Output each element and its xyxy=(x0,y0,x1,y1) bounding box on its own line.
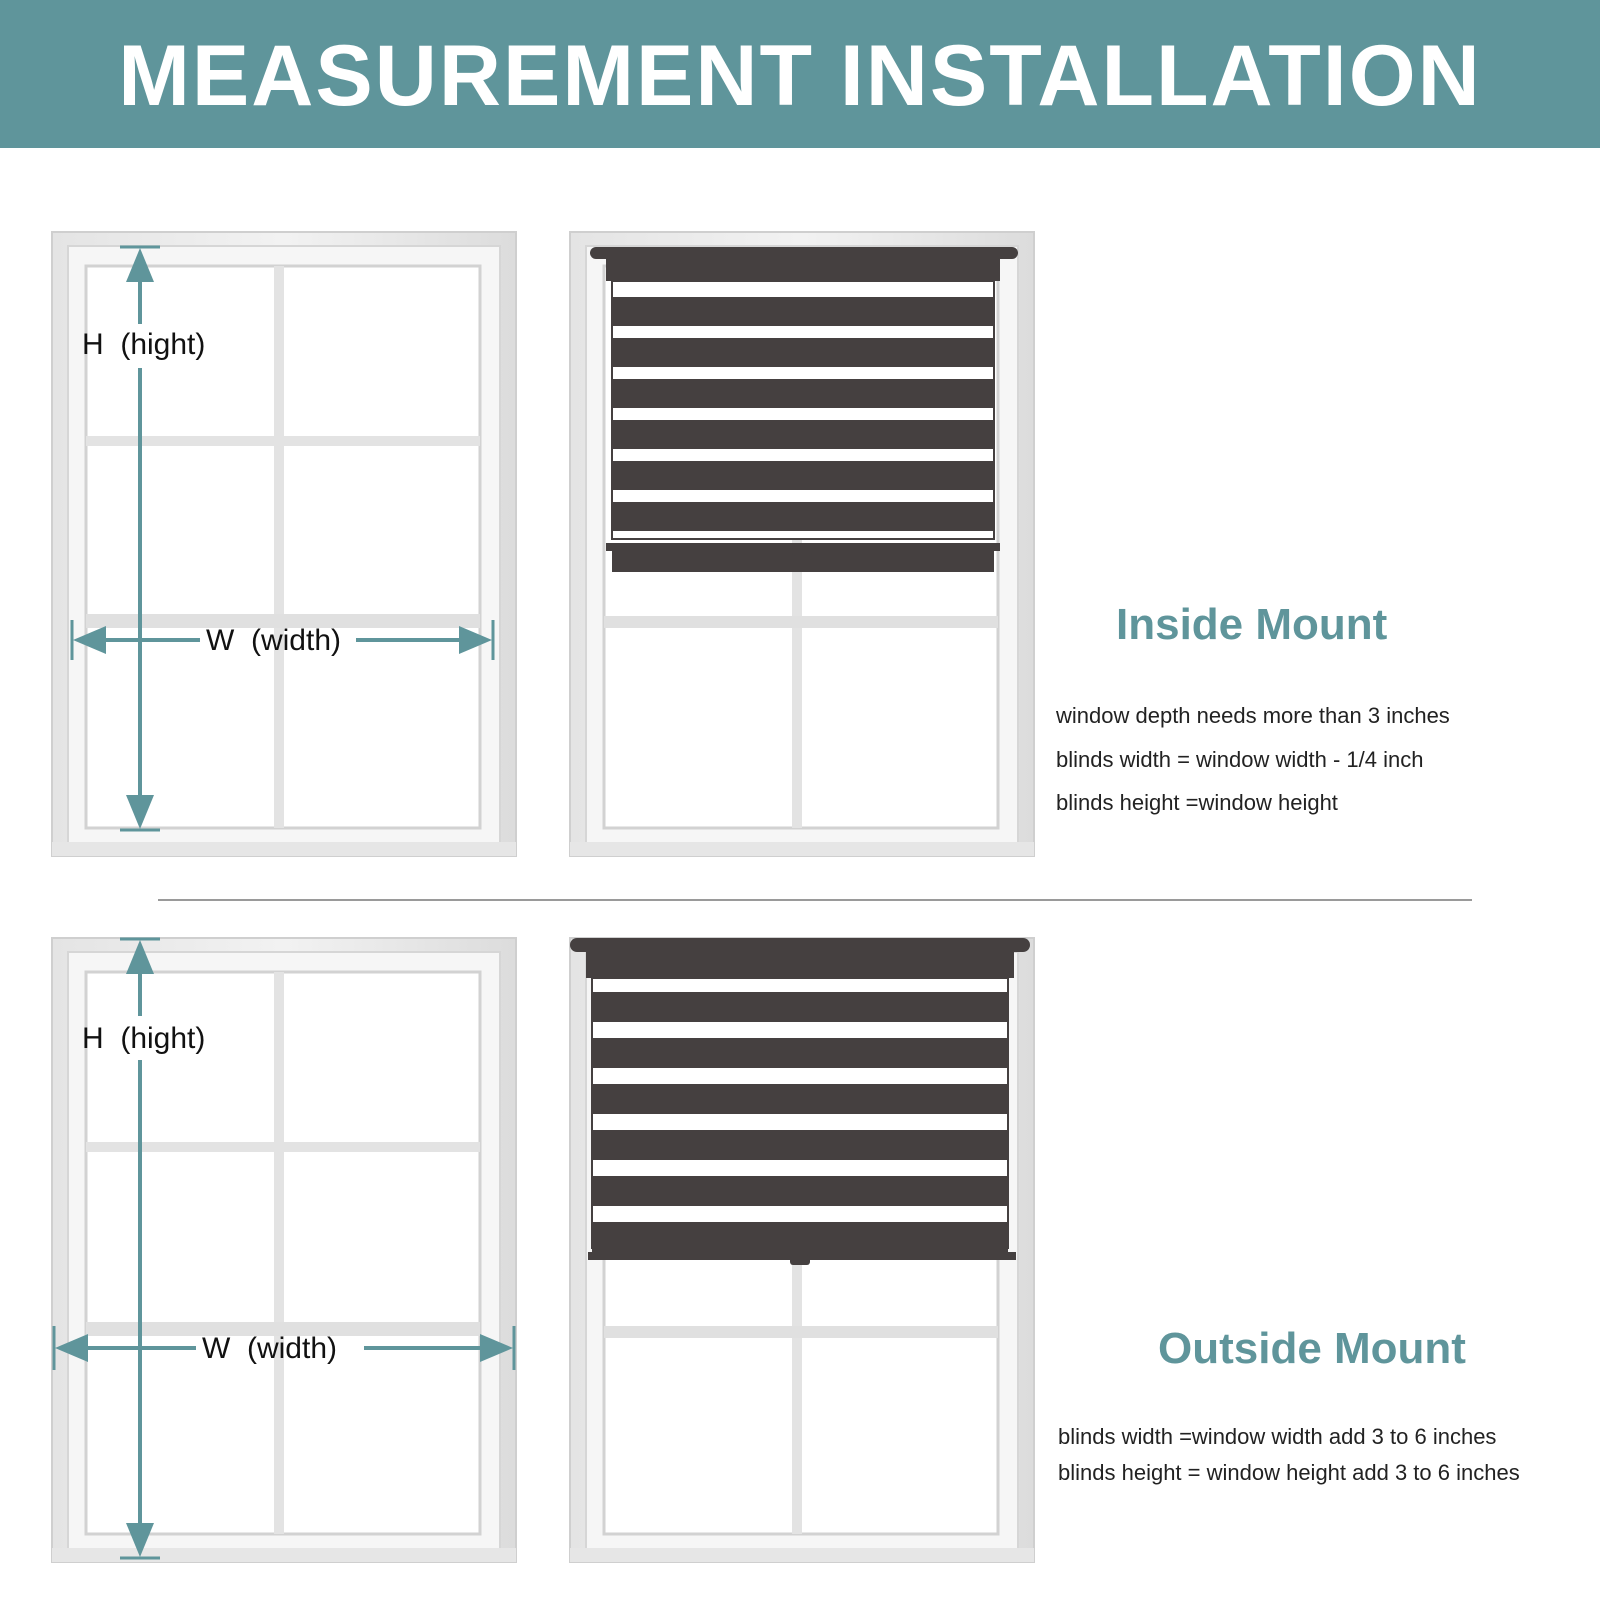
inside-mount-note-3: blinds height =window height xyxy=(1056,790,1338,815)
window-inside-measure xyxy=(51,231,517,857)
height-arrow-outside xyxy=(120,937,160,1560)
blind-band xyxy=(592,1084,1008,1114)
blind-band xyxy=(612,502,994,531)
blind-band xyxy=(592,992,1008,1022)
height-label-inside: H (hight) xyxy=(82,328,205,361)
blind-band xyxy=(612,420,994,449)
inside-mount-note-2: blinds width = window width - 1/4 inch xyxy=(1056,747,1424,772)
blind-band xyxy=(592,1222,1008,1252)
width-label-outside: W (width) xyxy=(202,1332,337,1365)
width-arrow-outside xyxy=(52,1326,516,1370)
blind-band xyxy=(612,379,994,408)
zebra-blind-outside xyxy=(570,938,1030,1265)
width-label-inside: W (width) xyxy=(206,624,341,657)
zebra-blind-inside xyxy=(590,247,1018,572)
blind-band xyxy=(612,297,994,326)
inside-mount-note-1: window depth needs more than 3 inches xyxy=(1056,703,1450,728)
blind-band xyxy=(612,338,994,367)
outside-mount-note-1: blinds width =window width add 3 to 6 in… xyxy=(1058,1424,1497,1449)
page-title: MEASUREMENT INSTALLATION xyxy=(118,27,1482,124)
height-arrow-inside xyxy=(120,245,160,832)
blind-band xyxy=(592,1038,1008,1068)
window-outside-measure xyxy=(51,937,517,1563)
outside-mount-title: Outside Mount xyxy=(1158,1324,1466,1373)
outside-mount-note-2: blinds height = window height add 3 to 6… xyxy=(1058,1460,1520,1485)
blind-band xyxy=(592,1130,1008,1160)
blind-band xyxy=(612,461,994,490)
blind-band xyxy=(592,1176,1008,1206)
width-arrow-inside xyxy=(70,620,495,660)
inside-mount-title: Inside Mount xyxy=(1116,600,1388,649)
height-label-outside: H (hight) xyxy=(82,1022,205,1055)
header-banner: MEASUREMENT INSTALLATION xyxy=(0,0,1600,148)
